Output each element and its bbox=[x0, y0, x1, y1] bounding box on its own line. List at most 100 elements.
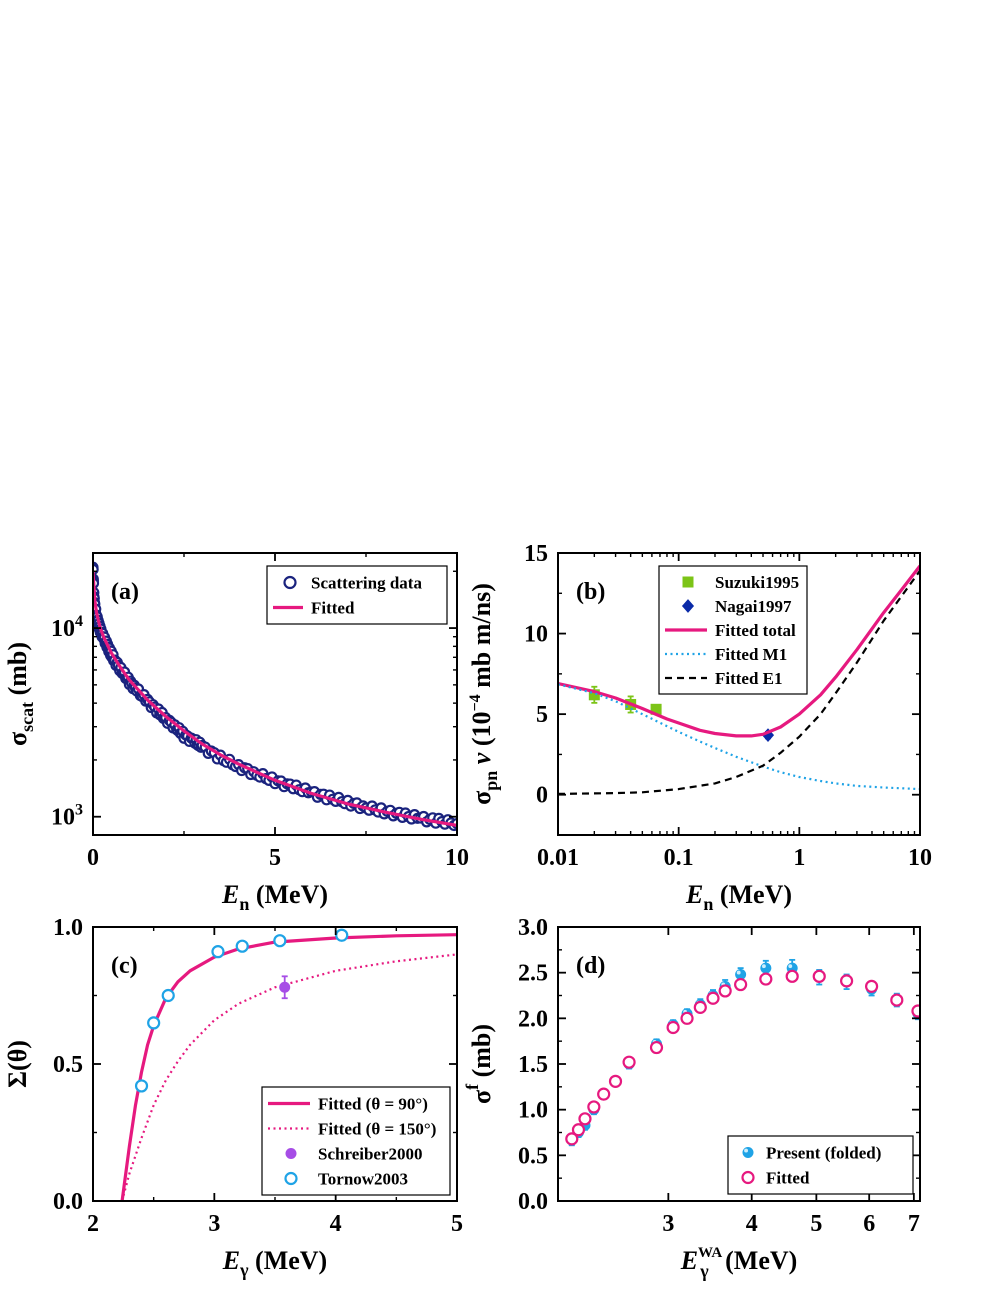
x-tick-label: 5 bbox=[451, 1211, 463, 1237]
data-point bbox=[161, 988, 175, 1003]
x-tick-label: 6 bbox=[863, 1211, 875, 1237]
data-point bbox=[211, 945, 225, 959]
data-point bbox=[565, 1132, 579, 1146]
x-tick-label: 4 bbox=[330, 1211, 342, 1237]
data-point-highlight bbox=[761, 964, 766, 969]
y-tick-label: 2.0 bbox=[518, 1006, 548, 1032]
data-point bbox=[706, 991, 720, 1005]
data-point bbox=[666, 1020, 680, 1035]
y-axis-label: σf (mb) bbox=[462, 1024, 496, 1104]
x-tick-label: 3 bbox=[662, 1211, 674, 1237]
panel-label: (b) bbox=[576, 579, 605, 605]
y-tick-label: 104 bbox=[51, 613, 83, 642]
data-point bbox=[588, 689, 600, 701]
y-tick-label: 5 bbox=[536, 702, 548, 728]
legend-entry: Fitted E1 bbox=[715, 669, 783, 688]
plot-area bbox=[558, 564, 920, 795]
y-tick-label: 1.0 bbox=[518, 1098, 548, 1124]
series-line bbox=[93, 571, 457, 827]
legend-marker bbox=[284, 1171, 298, 1186]
series-line bbox=[558, 564, 920, 738]
y-tick-label: 3.0 bbox=[518, 915, 548, 941]
series-fitted-e1 bbox=[558, 570, 920, 795]
y-tick-label: 15 bbox=[524, 541, 548, 567]
x-tick-label: 0.01 bbox=[537, 845, 579, 871]
data-point bbox=[649, 1040, 664, 1055]
legend-entry: Fitted bbox=[311, 599, 355, 618]
legend-entry: Scattering data bbox=[311, 574, 422, 593]
data-point bbox=[718, 984, 732, 998]
data-point bbox=[571, 1123, 586, 1137]
series-fitted-150- bbox=[121, 953, 457, 1201]
data-point bbox=[597, 1087, 611, 1101]
x-tick-label: 4 bbox=[746, 1211, 758, 1237]
data-point bbox=[235, 939, 249, 953]
x-tick-label: 3 bbox=[208, 1211, 220, 1237]
plot-frame bbox=[92, 926, 458, 1202]
legend-entry: Schreiber2000 bbox=[318, 1145, 423, 1164]
series-fitted bbox=[565, 969, 920, 1146]
y-tick-label: 0.5 bbox=[518, 1143, 548, 1169]
x-axis-label: Eγ (MeV) bbox=[222, 1246, 327, 1280]
x-tick-label: 0.1 bbox=[664, 845, 694, 871]
panel-label: (c) bbox=[111, 953, 138, 979]
y-tick-label: 1.5 bbox=[518, 1052, 548, 1078]
series-line bbox=[558, 570, 920, 795]
series-schreiber2000 bbox=[279, 975, 291, 1000]
legend-marker bbox=[285, 1148, 297, 1159]
legend-entry: Fitted bbox=[766, 1169, 810, 1188]
plot-area bbox=[120, 928, 457, 1201]
data-point bbox=[760, 962, 772, 974]
x-tick-label: 10 bbox=[908, 845, 932, 871]
legend-entry: Fitted M1 bbox=[715, 645, 787, 664]
data-point bbox=[911, 1004, 920, 1018]
data-point-highlight bbox=[736, 970, 741, 975]
legend-marker bbox=[681, 599, 695, 613]
data-point bbox=[134, 1079, 149, 1093]
data-point bbox=[279, 981, 291, 993]
y-tick-label: 0.5 bbox=[53, 1052, 83, 1078]
data-point bbox=[335, 928, 349, 942]
plot-frame bbox=[557, 552, 921, 836]
data-point bbox=[587, 1100, 601, 1114]
legend-entry: Tornow2003 bbox=[318, 1170, 408, 1189]
x-tick-label: 0 bbox=[87, 845, 99, 871]
series-fitted bbox=[93, 571, 457, 827]
data-point bbox=[693, 1000, 707, 1014]
x-tick-label: 1 bbox=[793, 845, 805, 871]
data-point bbox=[812, 969, 826, 983]
data-point-highlight bbox=[788, 964, 793, 969]
x-tick-label: 7 bbox=[908, 1211, 920, 1237]
data-point bbox=[864, 979, 879, 993]
series-fitted-total bbox=[558, 564, 920, 738]
series-fitted-m1 bbox=[558, 683, 920, 791]
data-point bbox=[680, 1011, 694, 1025]
panel-label: (d) bbox=[576, 953, 605, 979]
legend-entry: Fitted (θ = 90°) bbox=[318, 1095, 428, 1114]
legend-marker bbox=[682, 576, 694, 588]
y-tick-label: 0 bbox=[536, 783, 548, 809]
legend-marker bbox=[283, 575, 297, 590]
y-tick-label: 1.0 bbox=[53, 915, 83, 941]
x-tick-label: 5 bbox=[269, 845, 281, 871]
legend-box bbox=[266, 565, 448, 625]
panel-label: (a) bbox=[111, 579, 139, 605]
legend-box bbox=[727, 1135, 914, 1195]
data-point bbox=[273, 934, 287, 948]
legend-c: Fitted (θ = 90°)Fitted (θ = 150°)Schreib… bbox=[261, 1086, 451, 1196]
data-point bbox=[785, 969, 799, 983]
x-tick-label: 5 bbox=[810, 1211, 822, 1237]
legend-marker bbox=[742, 1147, 754, 1158]
plot-frame bbox=[557, 926, 921, 1202]
x-tick-label: 10 bbox=[445, 845, 469, 871]
y-tick-label: 2.5 bbox=[518, 961, 548, 987]
data-point bbox=[578, 1112, 592, 1126]
y-axis-label: σscat (mb) bbox=[3, 642, 37, 746]
legend-entry: Nagai1997 bbox=[715, 597, 792, 616]
data-point bbox=[734, 977, 748, 992]
